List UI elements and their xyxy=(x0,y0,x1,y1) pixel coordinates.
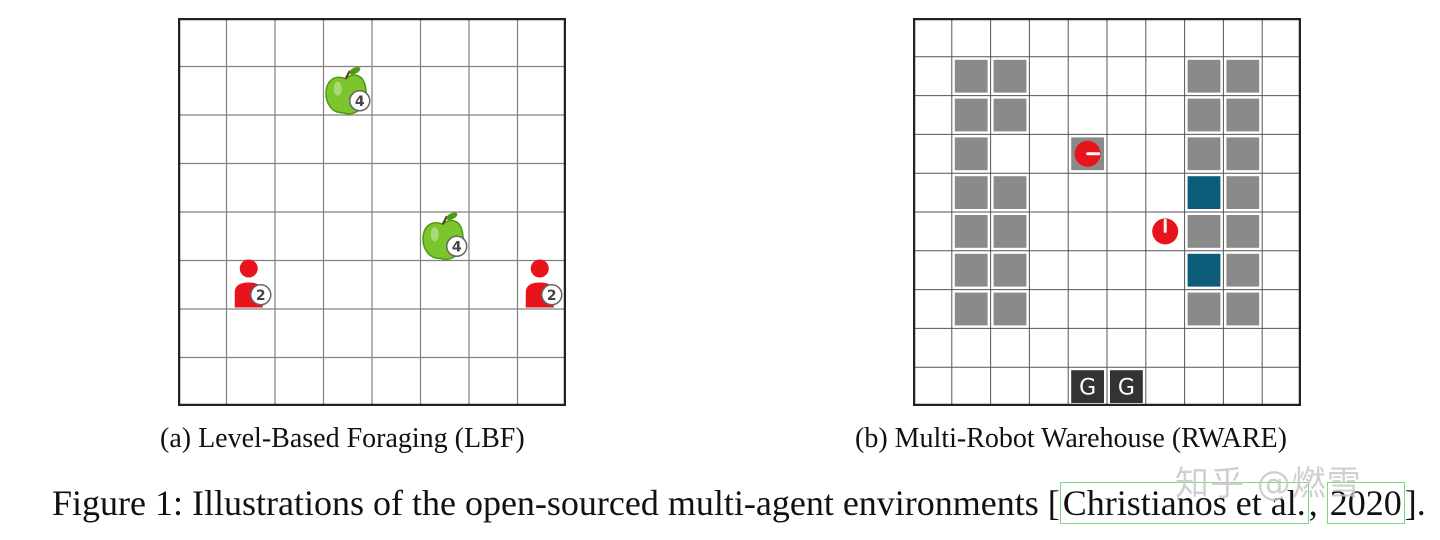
shelf xyxy=(1226,176,1259,209)
level-badge-text: 4 xyxy=(355,94,365,110)
shelf xyxy=(994,176,1027,209)
requested-shelf xyxy=(1188,254,1221,287)
shelf xyxy=(955,60,988,93)
shelf xyxy=(955,215,988,248)
shelf xyxy=(1226,293,1259,326)
lbf-environment-grid: 4 4 2 2 xyxy=(178,18,566,406)
shelf xyxy=(994,99,1027,132)
subfigure-caption-a: (a) Level-Based Foraging (LBF) xyxy=(160,423,525,455)
shelf xyxy=(955,99,988,132)
figure-caption-text: Figure 1: Illustrations of the open-sour… xyxy=(52,483,1060,523)
robot-agent-icon xyxy=(1075,141,1101,167)
lbf-grid-svg: 4 4 2 2 xyxy=(178,18,566,406)
goal-label: G xyxy=(1118,376,1135,401)
shelf xyxy=(955,137,988,170)
shelf xyxy=(994,215,1027,248)
shelf xyxy=(994,254,1027,287)
shelf xyxy=(955,293,988,326)
level-badge-text: 2 xyxy=(547,288,557,304)
agent-head xyxy=(531,260,549,278)
level-badge-text: 2 xyxy=(256,288,266,304)
shelf xyxy=(1226,215,1259,248)
requested-shelf xyxy=(1188,176,1221,209)
apple-shine xyxy=(334,82,342,96)
figure-caption-end: ]. xyxy=(1405,483,1426,523)
robot-agent-icon xyxy=(1152,218,1178,244)
goal-label: G xyxy=(1079,376,1096,401)
shelf xyxy=(955,176,988,209)
shelf xyxy=(994,293,1027,326)
watermark: 知乎 @燃雪 xyxy=(1175,456,1362,505)
shelf xyxy=(1188,215,1221,248)
shelf xyxy=(1188,293,1221,326)
shelf xyxy=(1226,254,1259,287)
level-badge-text: 4 xyxy=(452,239,462,255)
shelf xyxy=(1226,60,1259,93)
shelf xyxy=(1188,60,1221,93)
agent-head xyxy=(240,260,258,278)
shelf xyxy=(994,60,1027,93)
shelf xyxy=(1188,99,1221,132)
apple-shine xyxy=(431,227,439,241)
subfigure-caption-b: (b) Multi-Robot Warehouse (RWARE) xyxy=(855,423,1287,455)
shelf xyxy=(955,254,988,287)
shelf xyxy=(1188,137,1221,170)
shelf xyxy=(1226,99,1259,132)
shelf xyxy=(1226,137,1259,170)
